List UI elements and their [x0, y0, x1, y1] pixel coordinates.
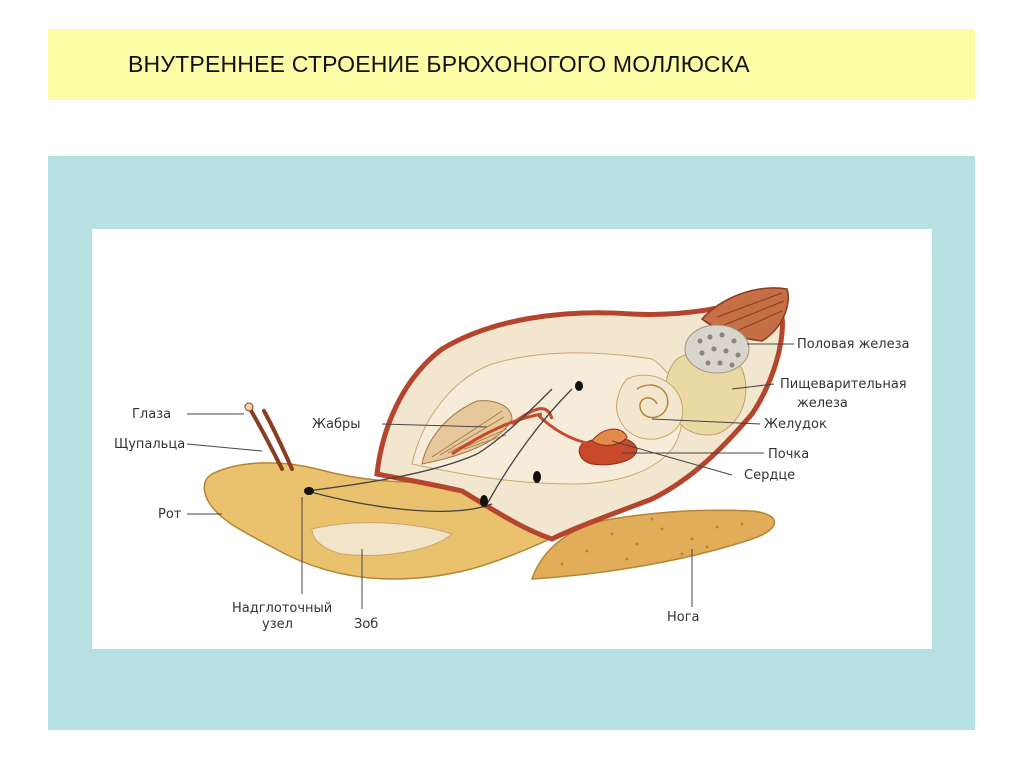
snail-anatomy-diagram: Глаза Щупальца Рот Надглоточный узел Зоб…: [114, 287, 909, 632]
leader-lines: [186, 343, 794, 609]
label-mouth: Рот: [158, 507, 182, 522]
crop: [311, 522, 454, 556]
label-digestive-line2: железа: [797, 396, 848, 411]
ganglia: [304, 381, 583, 507]
heart: [591, 428, 628, 446]
gonad: [684, 324, 750, 374]
title-banner: ВНУТРЕННЕЕ СТРОЕНИЕ БРЮХОНОГОГО МОЛЛЮСКА: [48, 29, 975, 100]
diagram-figure: Глаза Щупальца Рот Надглоточный узел Зоб…: [92, 229, 932, 649]
label-ganglion-line1: Надглоточный: [232, 601, 332, 616]
blood-vessels: [451, 407, 593, 456]
label-digestive-line1: Пищеварительная: [780, 377, 907, 392]
intestine-coil: [636, 384, 669, 419]
tentacles: [248, 407, 294, 471]
label-eyes: Глаза: [132, 407, 171, 422]
nerve-cord: [306, 388, 573, 512]
slide-title: ВНУТРЕННЕЕ СТРОЕНИЕ БРЮХОНОГОГО МОЛЛЮСКА: [128, 51, 750, 77]
eye: [244, 402, 254, 412]
label-kidney: Почка: [768, 447, 809, 462]
label-gonad: Половая железа: [797, 337, 909, 352]
label-heart: Сердце: [744, 468, 795, 483]
label-crop: Зоб: [354, 617, 378, 632]
label-ganglion-line2: узел: [262, 617, 293, 632]
foot-texture: [560, 517, 744, 566]
label-stomach: Желудок: [764, 417, 827, 432]
label-tentacles: Щупальца: [114, 437, 185, 452]
label-foot: Нога: [667, 610, 700, 625]
label-gills: Жабры: [312, 417, 361, 432]
stomach: [616, 374, 684, 440]
